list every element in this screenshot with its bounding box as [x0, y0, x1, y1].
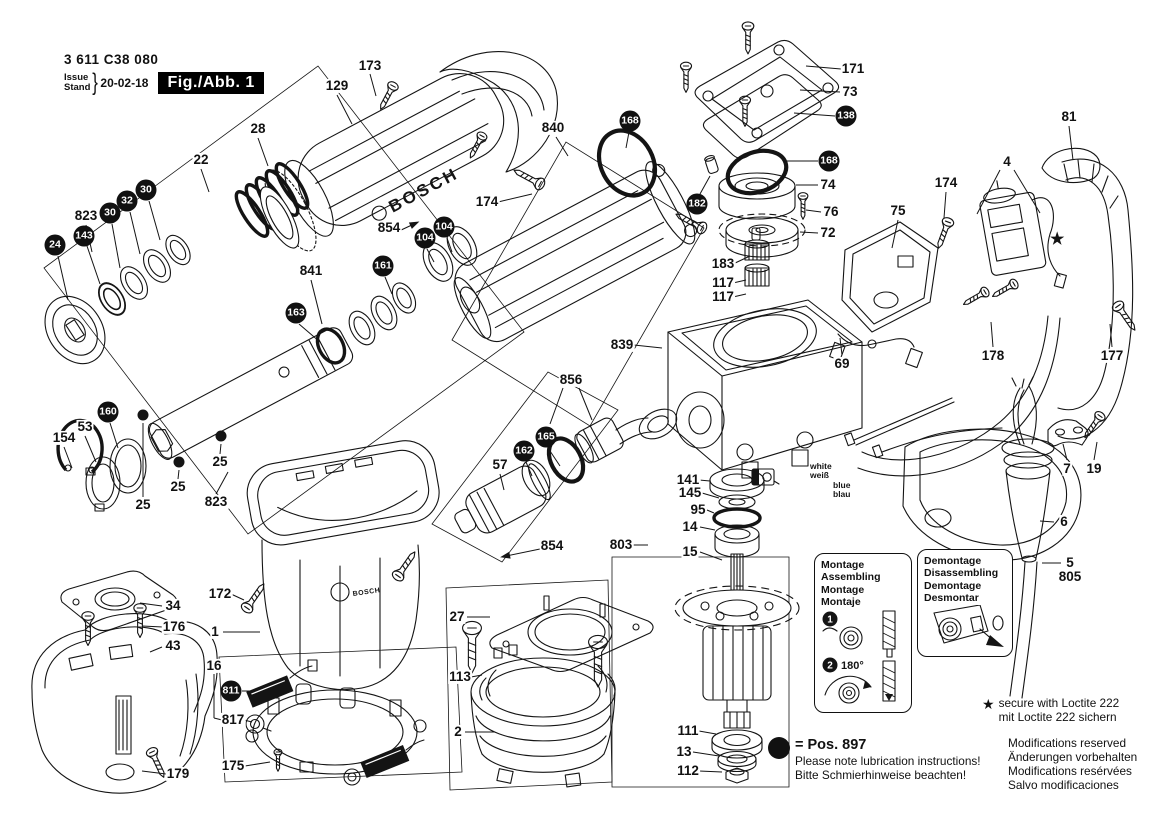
barrel-129: BOSCH — [247, 60, 524, 270]
star-icon: ★ — [982, 696, 995, 712]
part-number: 3 611 C38 080 — [64, 52, 159, 67]
ball-25 — [137, 409, 149, 421]
stand-label: Stand — [64, 82, 91, 93]
figure-label: Fig./Abb. 1 — [158, 72, 264, 94]
piston-57 — [448, 459, 555, 544]
title-block: 3 611 C38 080 Issue Stand } 20-02-18 Fig… — [64, 52, 264, 97]
cable-5 — [1010, 562, 1037, 698]
rollers-117 — [745, 228, 769, 286]
pos-897-label: = Pos. 897 — [795, 737, 867, 753]
ball-parts-25 — [137, 409, 227, 468]
nut-112 — [726, 768, 748, 783]
hammer-tube-841 — [144, 325, 356, 463]
svg-text:2: 2 — [827, 660, 833, 671]
cable-clamp-7 — [1048, 420, 1088, 446]
field-2 — [471, 645, 615, 787]
ring-13 — [718, 752, 756, 772]
front-cap — [33, 285, 118, 375]
grease-icon — [752, 469, 779, 485]
leader-lines — [58, 66, 1112, 774]
bearing-plate-27 — [490, 596, 653, 672]
loctite-star-icon: ★ — [1050, 231, 1065, 248]
gasket-34 — [61, 571, 177, 631]
connecting-rod — [616, 403, 682, 445]
switch-module-4 — [976, 175, 1046, 276]
gear-cover-group — [680, 21, 838, 257]
cylinder-housing — [442, 156, 703, 353]
handle-frame-178 — [858, 316, 1060, 476]
brand-text-housing: BOSCH — [352, 587, 380, 598]
loctite-note-de: mit Loctite 222 sichern — [998, 709, 1117, 724]
grip-81 — [1042, 148, 1133, 439]
sleeve-14 — [715, 525, 759, 557]
ball-25 — [215, 430, 227, 442]
gear-72 — [719, 214, 805, 257]
ring-160 — [110, 439, 146, 493]
brace-glyph: } — [92, 69, 99, 96]
brush-plate-group — [246, 660, 426, 785]
dust-boot-22 — [440, 52, 557, 172]
housing-1 — [242, 436, 443, 550]
bearing-111 — [712, 730, 762, 758]
trigger-cover-75 — [842, 222, 938, 332]
disassembly-instruction-box: Demontage Disassembling Demontage Desmon… — [917, 549, 1013, 657]
bearing-pot-74 — [719, 173, 795, 219]
strain-relief-6 — [1002, 439, 1054, 562]
svg-text:180°: 180° — [841, 660, 864, 672]
assembly-instruction-box: Montage Assembling Montage Montaje 1 2 1… — [814, 553, 912, 713]
modifications-footnote: Modifications reserved Änderungen vorbeh… — [1008, 736, 1138, 793]
rocker-69 — [830, 334, 923, 368]
front-grip-assembly: BOSCH — [33, 52, 558, 375]
loctite-note-en: secure with Loctite 222 — [998, 696, 1120, 710]
shell-43 — [32, 614, 217, 794]
lubrication-note-de: Bitte Schmierhinweise beachten! — [795, 767, 967, 782]
main-housing-group: BOSCH — [238, 436, 443, 785]
armature-15 — [675, 554, 799, 728]
handle-group: ★ — [830, 148, 1141, 560]
wrist-pin — [571, 416, 626, 467]
crankcase-839 — [668, 300, 862, 478]
cylinder-housing-group — [416, 121, 710, 354]
wires — [844, 398, 1002, 458]
rear-shell-group — [32, 571, 217, 793]
issue-date: 20-02-18 — [100, 76, 149, 90]
loctite-footnote: ★ secure with Loctite 222 mit Loctite 22… — [982, 696, 1120, 725]
disassembly-illustration — [933, 603, 1004, 647]
assembly-steps-illustration: 1 2 180° — [822, 609, 896, 704]
oring-95 — [714, 509, 760, 527]
lubrication-note-en: Please note lubrication instructions! — [795, 754, 981, 768]
black-dot-icon — [768, 737, 790, 759]
pos-897-legend: = Pos. 897 Please note lubrication instr… — [768, 737, 981, 783]
washer-145 — [719, 495, 755, 509]
cable-group — [1002, 377, 1108, 698]
piston-group — [448, 403, 682, 544]
issue-label: Issue — [64, 71, 89, 83]
svg-text:1: 1 — [827, 614, 833, 625]
motor-field-group — [461, 596, 653, 787]
ball-25 — [173, 456, 185, 468]
crankcase-group — [668, 228, 862, 783]
